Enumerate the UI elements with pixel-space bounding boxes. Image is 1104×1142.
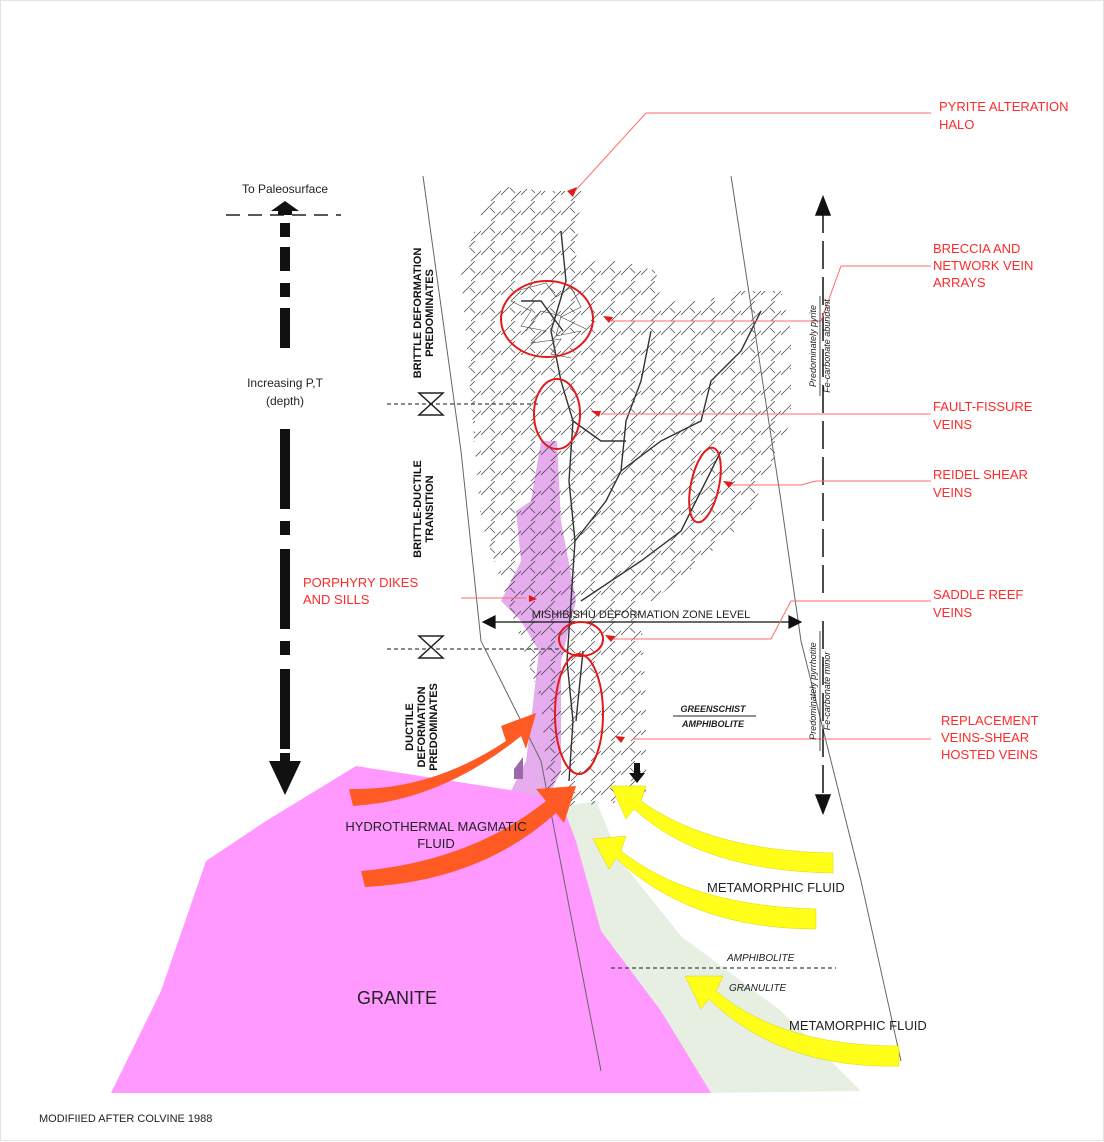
highlight-ellipses — [500, 280, 722, 775]
scale-upper-line2: Fe-carbonate abundant — [822, 299, 832, 393]
metamorphic-label-upper: METAMORPHIC FLUID — [707, 880, 845, 895]
right-scale-arrow — [814, 194, 832, 816]
zone-transition-line1: BRITTLE-DUCTILE — [412, 460, 424, 558]
greenschist-label: GREENSCHIST — [680, 704, 747, 714]
replacement-ellipse — [554, 653, 604, 775]
depth-marker-lines — [387, 403, 836, 969]
saddle-reef-ellipse — [558, 621, 604, 657]
paleosurface-marker — [226, 201, 341, 216]
zone-level-label: MISHIBISHU DEFORMATION ZONE LEVEL — [532, 609, 751, 621]
meta-arrow-1 — [610, 785, 834, 874]
callout-saddle-line2: VEINS — [933, 605, 972, 620]
breccia-ellipse — [500, 280, 594, 358]
callout-reidel-line2: VEINS — [933, 485, 972, 500]
footer-credit: MODIFIIED AFTER COLVINE 1988 — [39, 1113, 212, 1125]
callout-pyrite-line1: PYRITE ALTERATION — [939, 99, 1069, 114]
scale-lower-line2: Fe-carbonate minor — [822, 651, 832, 731]
fault-fissure-ellipse — [533, 378, 581, 450]
callout-pyrite-line2: HALO — [939, 117, 974, 132]
zone-ductile-line3: PREDOMINATES — [428, 683, 440, 771]
granite-label: GRANITE — [357, 988, 437, 1008]
scale-lower-line1: Predominately pyrrhotite — [808, 642, 818, 740]
callout-saddle-line1: SADDLE REEF — [933, 587, 1023, 602]
zone-level-arrow — [481, 615, 803, 629]
hydro-arrow-upper — [349, 713, 536, 806]
zone-transition-line2: TRANSITION — [424, 475, 436, 542]
callout-fault-line1: FAULT-FISSURE — [933, 399, 1033, 414]
callout-porphyry-line2: AND SILLS — [303, 592, 370, 607]
callout-breccia-line3: ARRAYS — [933, 275, 986, 290]
callout-breccia-line2: NETWORK VEIN — [933, 258, 1033, 273]
boundary-lines — [422, 175, 902, 1072]
black-offset-marker — [629, 763, 645, 783]
amphibolite-small-label: AMPHIBOLITE — [681, 719, 745, 729]
leader-lines — [461, 112, 931, 740]
hatched-host-rock — [461, 186, 791, 806]
amphibolite-label: AMPHIBOLITE — [726, 953, 795, 964]
granite-body — [111, 766, 711, 1093]
metamorphic-arrows — [592, 785, 900, 1067]
scale-upper-line1: Predominately pyrite — [808, 305, 818, 387]
metamorphic-label-lower: METAMORPHIC FLUID — [789, 1018, 927, 1033]
leader-tips — [529, 187, 733, 743]
callout-breccia-line1: BRECCIA AND — [933, 241, 1020, 256]
hydro-label-line2: FLUID — [417, 836, 455, 851]
callout-fault-line2: VEINS — [933, 417, 972, 432]
hydro-label-line1: HYDROTHERMAL MAGMATIC — [345, 819, 526, 834]
callout-reidel-line1: REIDEL SHEAR — [933, 467, 1028, 482]
hydrothermal-arrows — [349, 713, 576, 887]
zone-ductile-line2: DEFORMATION — [416, 686, 428, 767]
depth-arrow — [269, 223, 301, 795]
callout-porphyry-line1: PORPHYRY DIKES — [303, 575, 418, 590]
zone-brittle-line2: PREDOMINATES — [424, 269, 436, 357]
transition-symbol-upper — [417, 392, 445, 416]
meta-arrow-2 — [592, 835, 817, 930]
reidel-shear-ellipse — [688, 446, 722, 524]
callout-replacement-line2: VEINS-SHEAR — [941, 730, 1029, 745]
transition-symbol-lower — [417, 635, 445, 659]
purple-offset-marker — [514, 757, 523, 779]
callout-replacement-line1: REPLACEMENT — [941, 713, 1039, 728]
paleosurface-label: To Paleosurface — [242, 182, 328, 196]
pressure-label-line1: Increasing P,T — [247, 376, 323, 390]
callout-replacement-line3: HOSTED VEINS — [941, 747, 1038, 762]
pressure-label-line2: (depth) — [266, 394, 304, 408]
meta-arrow-3 — [684, 975, 900, 1067]
hydro-arrow-lower — [361, 786, 576, 887]
granulite-label: GRANULITE — [729, 983, 787, 994]
zone-brittle-line1: BRITTLE DEFORMATION — [412, 248, 424, 379]
zone-ductile-line1: DUCTILE — [404, 703, 416, 751]
vein-network — [521, 230, 762, 782]
